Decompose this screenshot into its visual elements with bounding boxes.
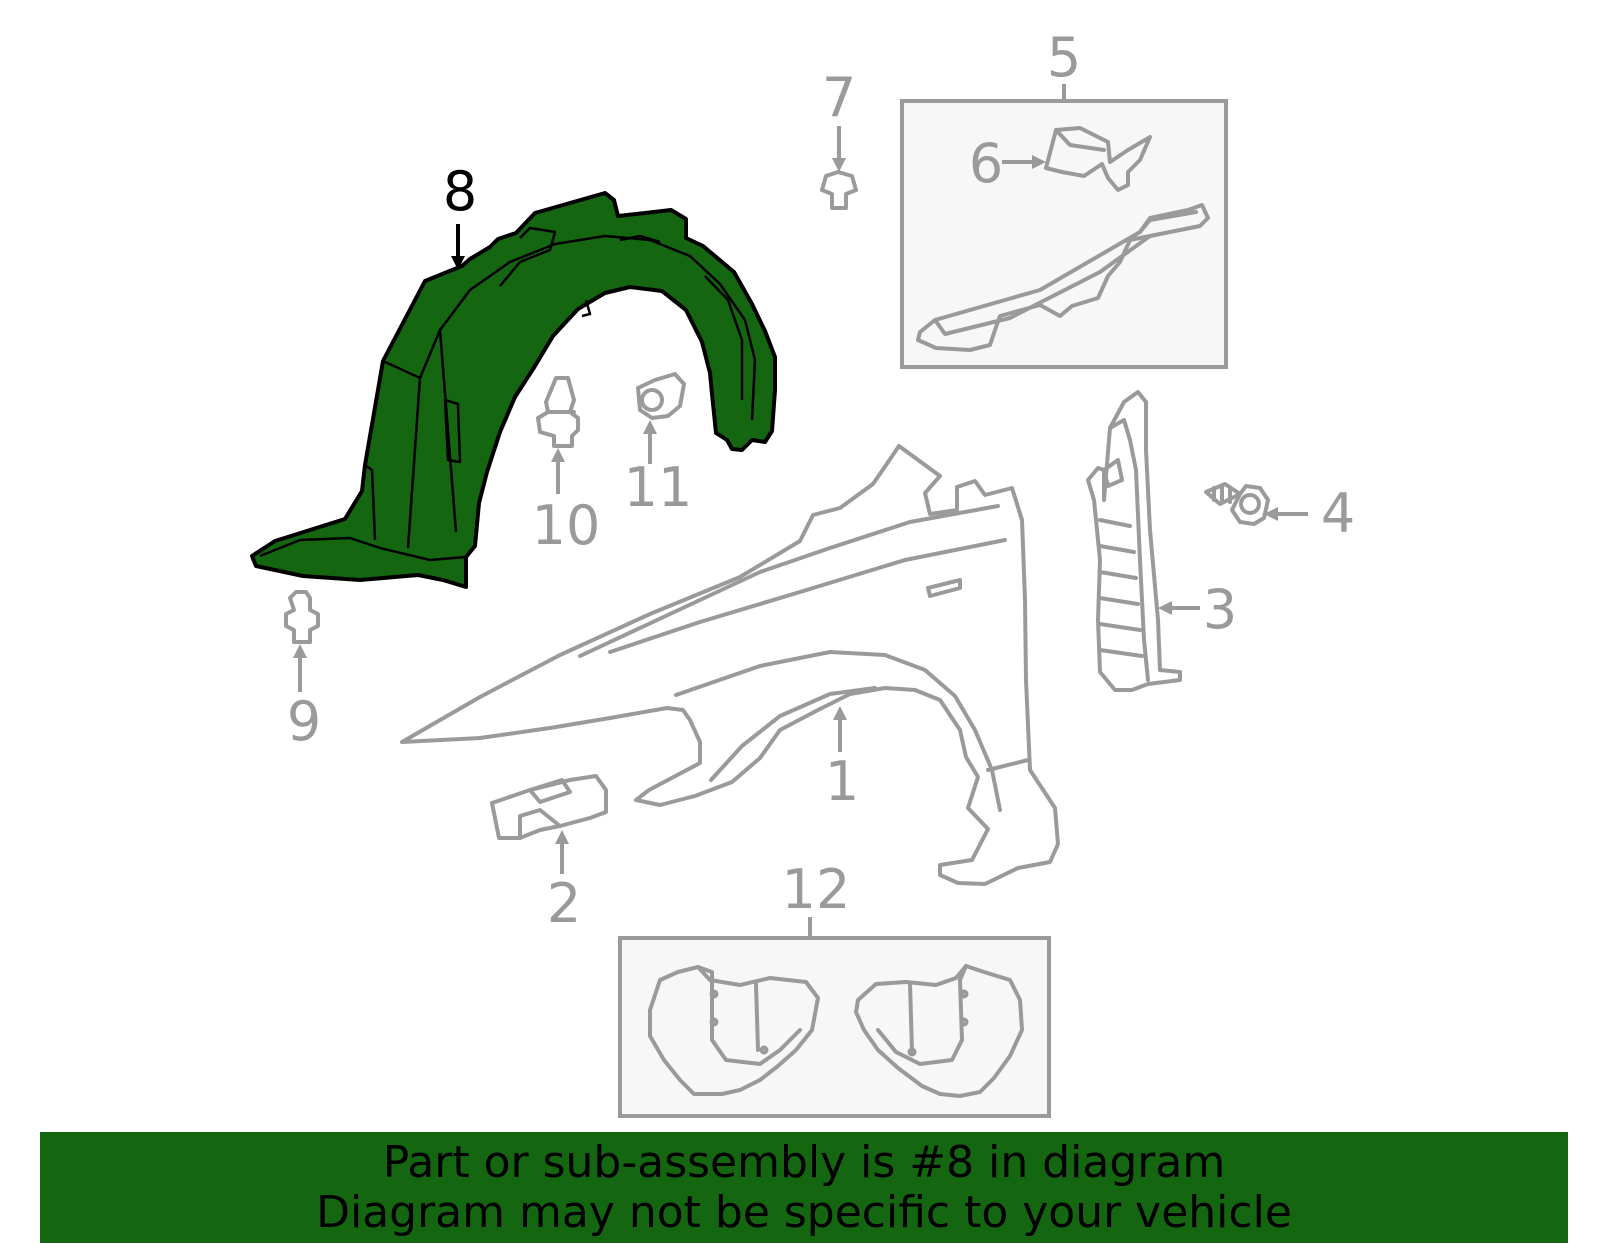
bracket-part-3[interactable]: [1086, 390, 1182, 692]
callout-4: 4: [1321, 482, 1355, 545]
clip-part-9[interactable]: [284, 590, 320, 644]
callout-5: 5: [1047, 26, 1081, 89]
callout-1: 1: [825, 750, 859, 813]
callout-10: 10: [532, 494, 601, 557]
callout-3: 3: [1203, 578, 1237, 641]
bolt-part-4[interactable]: [1204, 482, 1270, 526]
info-banner: Part or sub-assembly is #8 in diagram Di…: [40, 1132, 1568, 1243]
reinforcement-part-5[interactable]: [916, 203, 1210, 352]
callout-6: 6: [969, 132, 1003, 195]
bracket-part-2[interactable]: [490, 774, 608, 840]
fender-part-1[interactable]: [400, 444, 1060, 886]
bracket-part-6[interactable]: [1044, 126, 1152, 192]
callout-9: 9: [287, 690, 321, 753]
nut-part-11[interactable]: [636, 372, 686, 420]
banner-line-1: Part or sub-assembly is #8 in diagram: [382, 1136, 1226, 1188]
callout-11: 11: [624, 456, 693, 519]
callout-12: 12: [782, 858, 851, 921]
callout-8: 8: [443, 160, 477, 223]
push-clip-part-10[interactable]: [536, 376, 580, 448]
callout-7: 7: [822, 66, 856, 129]
inner-fender-liner-part-8[interactable]: [250, 191, 777, 589]
callout-2: 2: [547, 872, 581, 935]
banner-line-2: Diagram may not be specific to your vehi…: [316, 1186, 1292, 1238]
group-box-5: [900, 99, 1228, 369]
mud-flaps-part-12[interactable]: [648, 964, 1024, 1098]
clip-part-7[interactable]: [820, 170, 858, 210]
callout-arrows: [293, 126, 1308, 874]
